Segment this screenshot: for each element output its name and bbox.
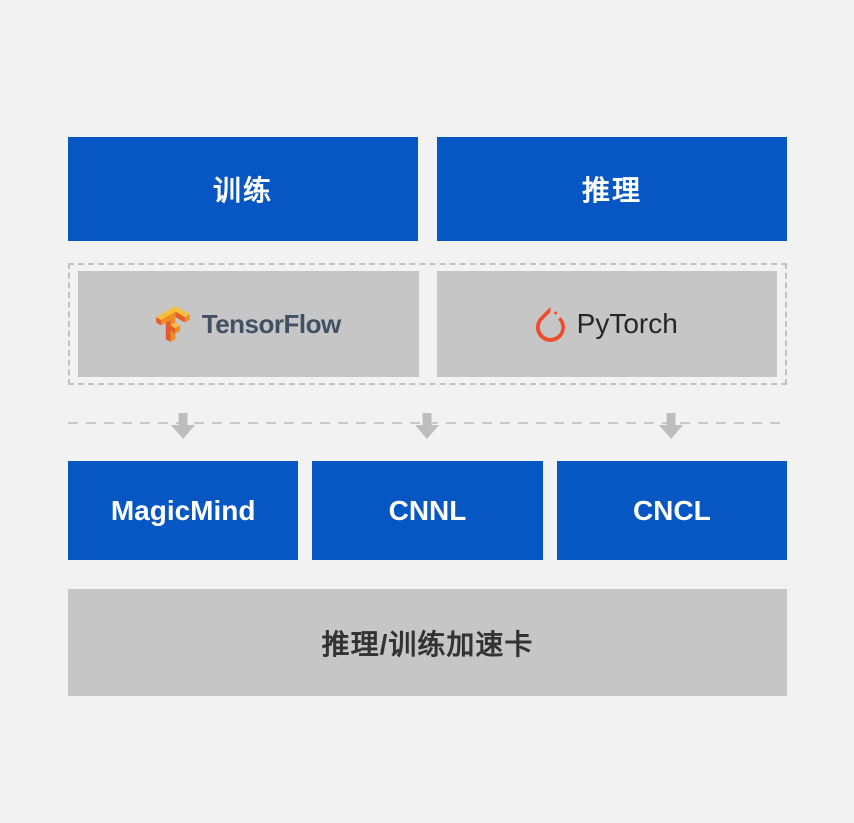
cnnl-label: CNNL — [388, 494, 467, 526]
framework-box-pytorch: PyTorch — [436, 271, 777, 377]
framework-group-container: TensorFlow PyTorch — [68, 263, 787, 385]
workload-box-inference: 推理 — [437, 137, 787, 241]
workload-box-training: 训练 — [68, 137, 418, 241]
magicmind-label: MagicMind — [110, 494, 256, 526]
library-box-cnnl: CNNL — [312, 461, 543, 560]
library-row: MagicMind CNNL CNCL — [68, 461, 787, 560]
down-arrow-icon — [659, 413, 683, 439]
hardware-label: 推理/训练加速卡 — [321, 628, 534, 660]
workload-training-label: 训练 — [212, 175, 273, 206]
tensorflow-wordmark: TensorFlow — [201, 308, 341, 339]
library-box-cncl: CNCL — [556, 461, 787, 560]
pytorch-wordmark: PyTorch — [576, 308, 678, 339]
library-box-magicmind: MagicMind — [68, 461, 299, 560]
down-arrow-icon — [415, 413, 439, 439]
tensorflow-icon — [155, 306, 190, 342]
down-arrow-icon — [171, 413, 195, 439]
cncl-label: CNCL — [632, 494, 711, 526]
hardware-box: 推理/训练加速卡 — [68, 589, 787, 696]
workload-inference-label: 推理 — [581, 175, 642, 206]
framework-box-tensorflow: TensorFlow — [78, 271, 419, 377]
pytorch-icon — [535, 306, 565, 342]
connector-band — [68, 405, 787, 445]
